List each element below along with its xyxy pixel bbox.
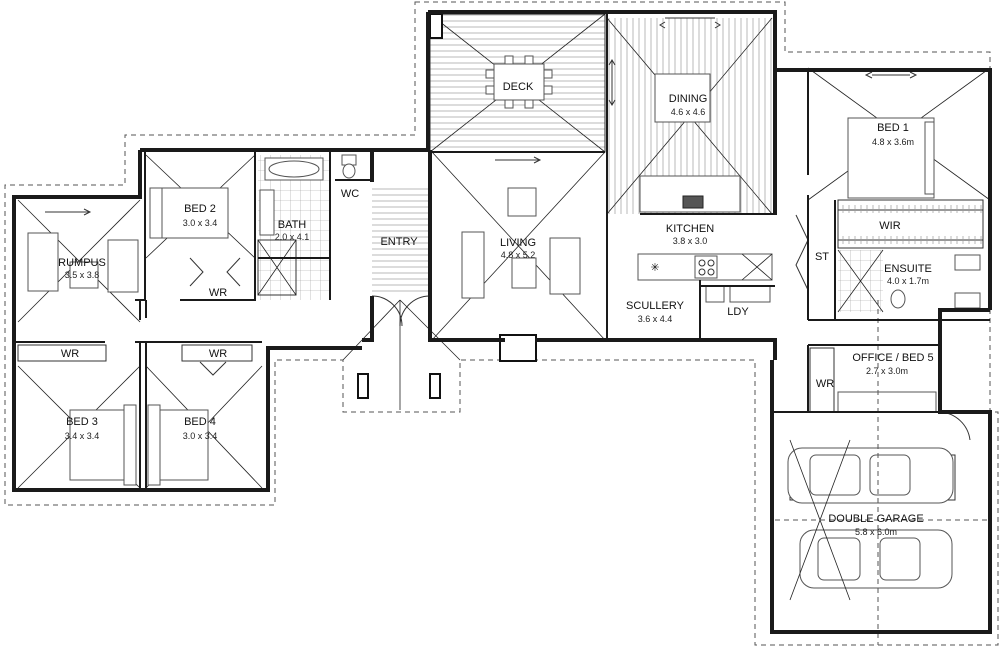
bed2-size: 3.0 x 3.4	[183, 218, 218, 228]
storage-area: ST	[795, 214, 829, 291]
laundry-area: LDY	[705, 285, 771, 318]
ensuite-size: 4.0 x 1.7m	[887, 276, 929, 286]
bed2-label: BED 2	[184, 203, 216, 215]
wc-area: WC	[341, 154, 359, 200]
wr-bed2: WR	[189, 257, 241, 299]
wr-bed4: WR	[181, 344, 253, 376]
wc-label: WC	[341, 188, 359, 200]
st-label: ST	[815, 251, 829, 263]
entry-area: ENTRY	[371, 186, 431, 327]
office-label: OFFICE / BED 5	[852, 352, 933, 364]
garage-area: DOUBLE GARAGE 5.8 x 6.0m	[775, 300, 990, 645]
ensuite-label: ENSUITE	[884, 263, 932, 275]
bath-label: BATH	[278, 219, 307, 231]
interior-walls	[14, 14, 990, 490]
porch-post-icon	[357, 373, 369, 399]
bed3-label: BED 3	[66, 416, 98, 428]
wr-bed2-label: WR	[209, 287, 227, 299]
scullery-label: SCULLERY	[626, 300, 685, 312]
bath-size: 2.0 x 4.1	[275, 232, 310, 242]
exterior-walls	[12, 10, 992, 634]
bath-area: BATH 2.0 x 4.1	[257, 155, 330, 300]
office-area: WR OFFICE / BED 5 2.7 x 3.0m	[809, 347, 937, 413]
wr-bed3-label: WR	[61, 348, 79, 360]
bed4-label: BED 4	[184, 416, 216, 428]
dining-label: DINING	[669, 93, 708, 105]
ldy-label: LDY	[727, 306, 749, 318]
kitchen-size: 3.8 x 3.0	[673, 236, 708, 246]
deck-label: DECK	[503, 81, 534, 93]
ensuite-area: ENSUITE 4.0 x 1.7m	[837, 249, 981, 313]
rumpus-size: 3.5 x 3.8	[65, 270, 100, 280]
living-size: 4.8 x 5.2	[501, 250, 536, 260]
rumpus-area: RUMPUS 3.5 x 3.8	[17, 199, 141, 323]
kitchen-island	[639, 175, 741, 213]
wr-bed4-label: WR	[209, 348, 227, 360]
hob-icon: ✳	[650, 262, 659, 274]
living-label: LIVING	[500, 237, 536, 249]
kitchen-area: ✳ KITCHEN 3.8 x 3.0	[637, 223, 773, 281]
wr-bed3: WR	[17, 344, 107, 362]
scullery-area: SCULLERY 3.6 x 4.4	[626, 300, 685, 324]
deck-chairs	[485, 55, 553, 109]
garage-size: 5.8 x 6.0m	[855, 527, 897, 537]
living-area: LIVING 4.8 x 5.2	[431, 151, 606, 362]
bed1-area: BED 1 4.8 x 3.6m	[807, 67, 991, 201]
bed2-area: BED 2 3.0 x 3.4	[145, 154, 256, 259]
bed4-size: 3.0 x 3.4	[183, 431, 218, 441]
deck-area: DECK	[429, 13, 606, 153]
bed1-label: BED 1	[877, 122, 909, 134]
entry-label: ENTRY	[380, 236, 418, 248]
kitchen-label: KITCHEN	[666, 223, 714, 235]
bed3-area: BED 3 3.4 x 3.4	[17, 365, 141, 489]
bed4-area: BED 4 3.0 x 3.4	[145, 365, 263, 489]
fireplace-icon	[499, 334, 537, 362]
porch-post-icon	[429, 373, 441, 399]
rumpus-label: RUMPUS	[58, 257, 106, 269]
bed1-wir: WIR	[837, 199, 984, 249]
scullery-size: 3.6 x 4.4	[638, 314, 673, 324]
bed3-size: 3.4 x 3.4	[65, 431, 100, 441]
garage-label: DOUBLE GARAGE	[828, 513, 923, 525]
dining-size: 4.6 x 4.6	[671, 107, 706, 117]
bed1-size: 4.8 x 3.6m	[872, 137, 914, 147]
office-size: 2.7 x 3.0m	[866, 366, 908, 376]
wr-office-label: WR	[816, 378, 834, 390]
post-icon	[429, 13, 443, 39]
wir-bed1-label: WIR	[879, 220, 900, 232]
